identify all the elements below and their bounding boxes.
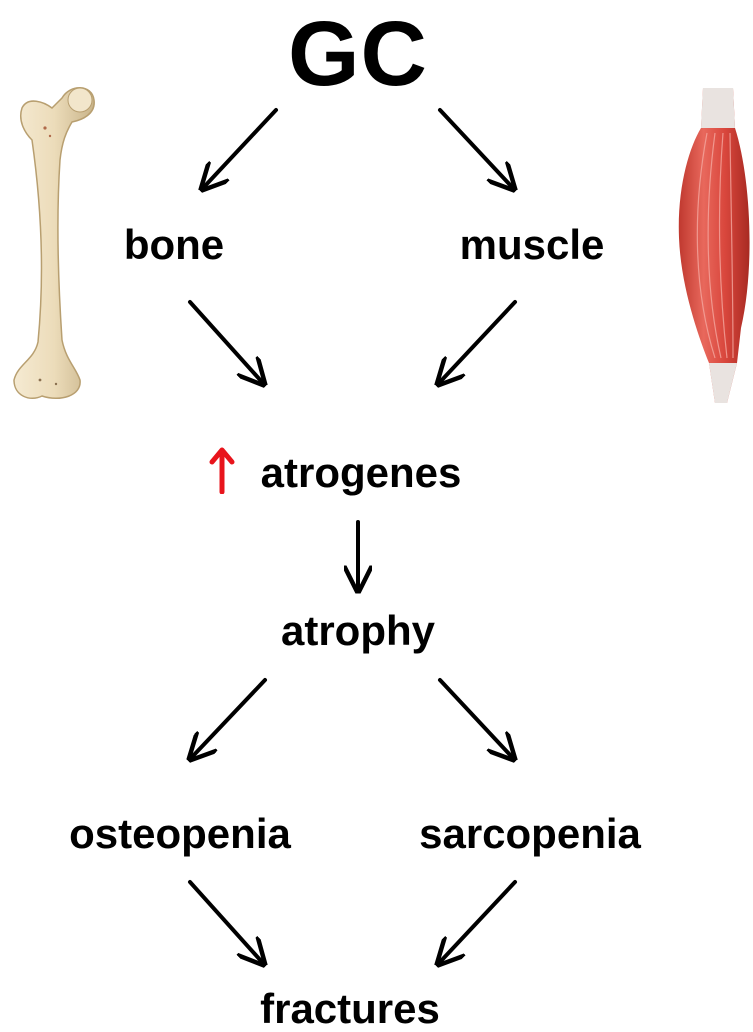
arrow-gc-to-bone: [204, 110, 276, 187]
arrow-gc-to-muscle: [440, 110, 512, 187]
arrow-atrophy-to-osteopenia: [192, 680, 265, 757]
arrow-muscle-to-atrogenes: [440, 302, 515, 382]
node-atrogenes: atrogenes: [261, 452, 462, 494]
node-muscle: muscle: [460, 224, 605, 266]
node-gc: GC: [288, 8, 428, 100]
arrow-atrophy-to-sarcopenia: [440, 680, 512, 757]
up-arrow-icon: [209, 446, 235, 494]
node-osteopenia: osteopenia: [69, 813, 291, 855]
node-fractures: fractures: [260, 988, 440, 1030]
node-atrophy: atrophy: [281, 610, 435, 652]
node-bone: bone: [124, 224, 224, 266]
arrow-sarcopenia-to-fractures: [440, 882, 515, 962]
arrow-bone-to-atrogenes: [190, 302, 262, 382]
node-sarcopenia: sarcopenia: [419, 813, 641, 855]
arrow-osteopenia-to-fractures: [190, 882, 262, 962]
